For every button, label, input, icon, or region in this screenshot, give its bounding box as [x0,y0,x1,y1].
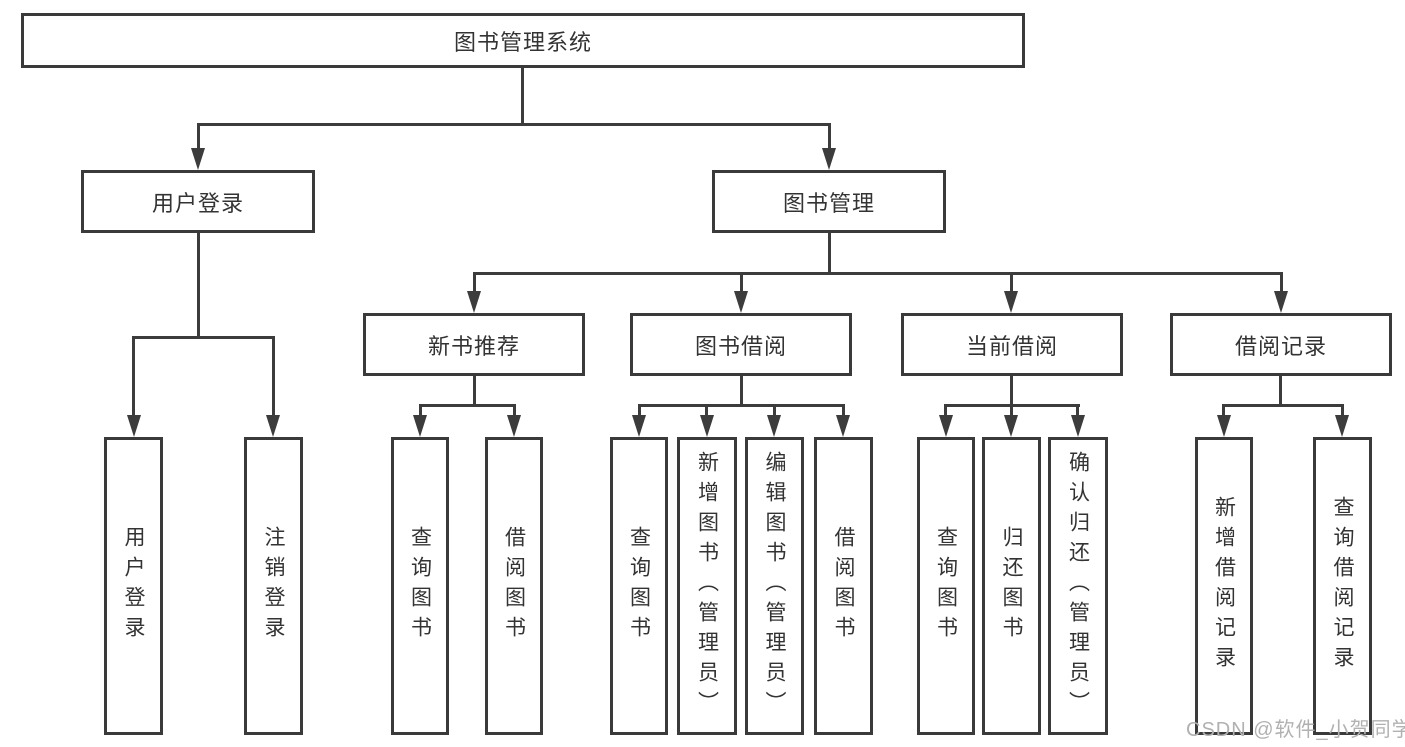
connector-line [473,272,476,293]
arrowhead-down [507,415,521,437]
leaf-current-return-books: 归还图书 [982,437,1041,735]
connector-line [740,376,743,404]
arrowhead-down [467,291,481,313]
connector-line [773,404,776,417]
leaf-records-add-borrow-record: 新增借阅记录 [1195,437,1253,735]
connector-line [638,404,641,417]
arrowhead-down [700,415,714,437]
connector-line [513,404,516,417]
connector-line [132,336,135,417]
connector-line [828,233,831,272]
node-library-management-system: 图书管理系统 [21,13,1025,68]
arrowhead-down [1004,291,1018,313]
leaf-newbook-borrow-books: 借阅图书 [485,437,543,735]
arrowhead-down [836,415,850,437]
connector-line [473,376,476,404]
arrowhead-down [1004,415,1018,437]
node-book-management: 图书管理 [712,170,946,233]
connector-line [842,404,845,417]
node-current-borrowing: 当前借阅 [901,313,1123,376]
connector-line [419,404,422,417]
csdn-watermark: CSDN @软件_小贺同学 [1186,719,1405,741]
arrowhead-down [632,415,646,437]
leaf-borrowing-add-books-admin: 新增图书（管理员） [677,437,737,735]
leaf-borrowing-query-books: 查询图书 [610,437,668,735]
arrowhead-down [939,415,953,437]
connector-branch [132,336,274,339]
connector-line [828,123,831,150]
connector-line [197,123,200,150]
connector-line [705,404,708,417]
arrowhead-down [266,415,280,437]
connector-branch [473,272,1283,275]
leaf-current-confirm-return-admin: 确认归还（管理员） [1048,437,1108,735]
connector-line [1222,404,1225,417]
arrowhead-down [127,415,141,437]
arrowhead-down [1071,415,1085,437]
connector-root-stem [521,68,524,123]
arrowhead-down [767,415,781,437]
connector-line [1280,272,1283,293]
node-borrowing-records: 借阅记录 [1170,313,1392,376]
connector-line [1010,272,1013,293]
connector-line [740,272,743,293]
connector-line [272,336,275,417]
arrowhead-down [1335,415,1349,437]
leaf-newbook-query-books: 查询图书 [391,437,449,735]
arrowhead-down [1217,415,1231,437]
arrowhead-down [1274,291,1288,313]
connector-branch [1222,404,1344,407]
connector-branch [419,404,516,407]
arrowhead-down [191,148,205,170]
node-book-borrowing: 图书借阅 [630,313,852,376]
connector-branch [638,404,845,407]
connector-line [197,233,200,336]
connector-line [944,404,947,417]
leaf-logout-login: 注销登录 [244,437,303,735]
arrowhead-down [822,148,836,170]
node-user-login: 用户登录 [81,170,315,233]
connector-line [1010,376,1013,404]
leaf-borrowing-edit-books-admin: 编辑图书（管理员） [745,437,804,735]
leaf-user-login: 用户登录 [104,437,163,735]
connector-root-branch [197,123,831,126]
leaf-borrowing-borrow-books: 借阅图书 [814,437,873,735]
arrowhead-down [413,415,427,437]
connector-line [1076,404,1079,417]
connector-line [1341,404,1344,417]
connector-line [1010,404,1013,417]
arrowhead-down [734,291,748,313]
node-new-book-recommendation: 新书推荐 [363,313,585,376]
leaf-current-query-books: 查询图书 [917,437,975,735]
leaf-records-query-borrow-record: 查询借阅记录 [1313,437,1372,735]
connector-line [1279,376,1282,404]
